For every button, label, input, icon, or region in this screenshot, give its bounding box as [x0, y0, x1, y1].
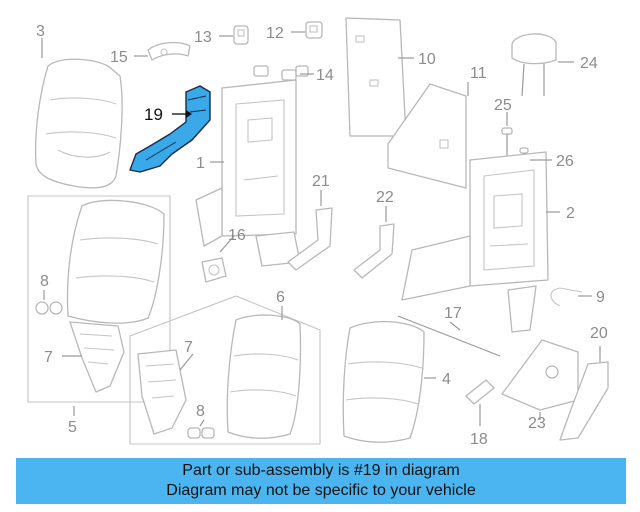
callout-5: 5 — [68, 419, 77, 436]
callout-16: 16 — [228, 227, 246, 244]
part-11-panel — [387, 83, 467, 189]
info-banner: Part or sub-assembly is #19 in diagram D… — [16, 458, 626, 504]
part-24-headrest — [511, 33, 557, 97]
part-2-seat-back-frame — [401, 151, 549, 333]
callout-6: 6 — [276, 289, 285, 306]
part-12-clip — [305, 21, 323, 39]
callout-21: 21 — [312, 173, 330, 190]
part-10-back-panel — [345, 17, 407, 137]
callout-20: 20 — [590, 325, 608, 342]
part-22-trim — [353, 223, 395, 279]
part-4-seat-cushion — [342, 320, 425, 443]
part-14-clips — [253, 65, 309, 81]
callout-7a: 7 — [44, 349, 53, 366]
callout-13: 13 — [194, 29, 212, 46]
callout-12: 12 — [266, 25, 284, 42]
callout-22: 22 — [376, 189, 394, 206]
part-9-wire — [550, 287, 583, 307]
callout-labels: 3 15 13 12 14 10 11 24 25 19 26 1 21 22 … — [36, 23, 608, 448]
callout-14: 14 — [316, 67, 334, 84]
callout-10: 10 — [418, 51, 436, 68]
callout-11: 11 — [470, 65, 487, 82]
callout-4: 4 — [442, 371, 451, 388]
part-16-cap — [201, 257, 227, 283]
leader-lines — [41, 31, 601, 427]
part-19-highlighted-bracket — [129, 85, 211, 173]
callout-23: 23 — [528, 415, 546, 432]
part-1-seat-back-frame — [195, 79, 301, 267]
part-6-seat-assembly — [129, 295, 321, 445]
part-15-bracket — [147, 41, 191, 61]
part-3-seat-back-cover — [34, 58, 123, 189]
banner-line-1: Part or sub-assembly is #19 in diagram — [182, 462, 460, 479]
part-25-guide-pin — [501, 127, 513, 156]
callout-3: 3 — [36, 23, 45, 40]
part-20-side-trim — [559, 361, 609, 441]
parts-diagram: 3 15 13 12 14 10 11 24 25 19 26 1 21 22 … — [27, 17, 609, 448]
callout-1: 1 — [196, 155, 205, 172]
callout-26: 26 — [556, 153, 574, 170]
banner-line-2: Diagram may not be specific to your vehi… — [166, 482, 476, 499]
part-17-rod — [397, 315, 501, 357]
callout-18: 18 — [470, 431, 488, 448]
callout-8a: 8 — [40, 273, 49, 290]
callout-25: 25 — [494, 97, 512, 114]
callout-15: 15 — [110, 49, 128, 66]
callout-7b: 7 — [184, 339, 193, 356]
part-13-clip — [233, 25, 249, 45]
callout-19: 19 — [144, 105, 163, 124]
callout-8b: 8 — [196, 403, 205, 420]
part-21-trim — [287, 207, 333, 271]
callout-24: 24 — [580, 55, 598, 72]
part-23-trim-panel — [501, 339, 579, 411]
callout-17: 17 — [444, 305, 462, 322]
part-18-cap — [465, 379, 495, 405]
callout-9: 9 — [596, 289, 605, 306]
callout-2: 2 — [566, 205, 575, 222]
